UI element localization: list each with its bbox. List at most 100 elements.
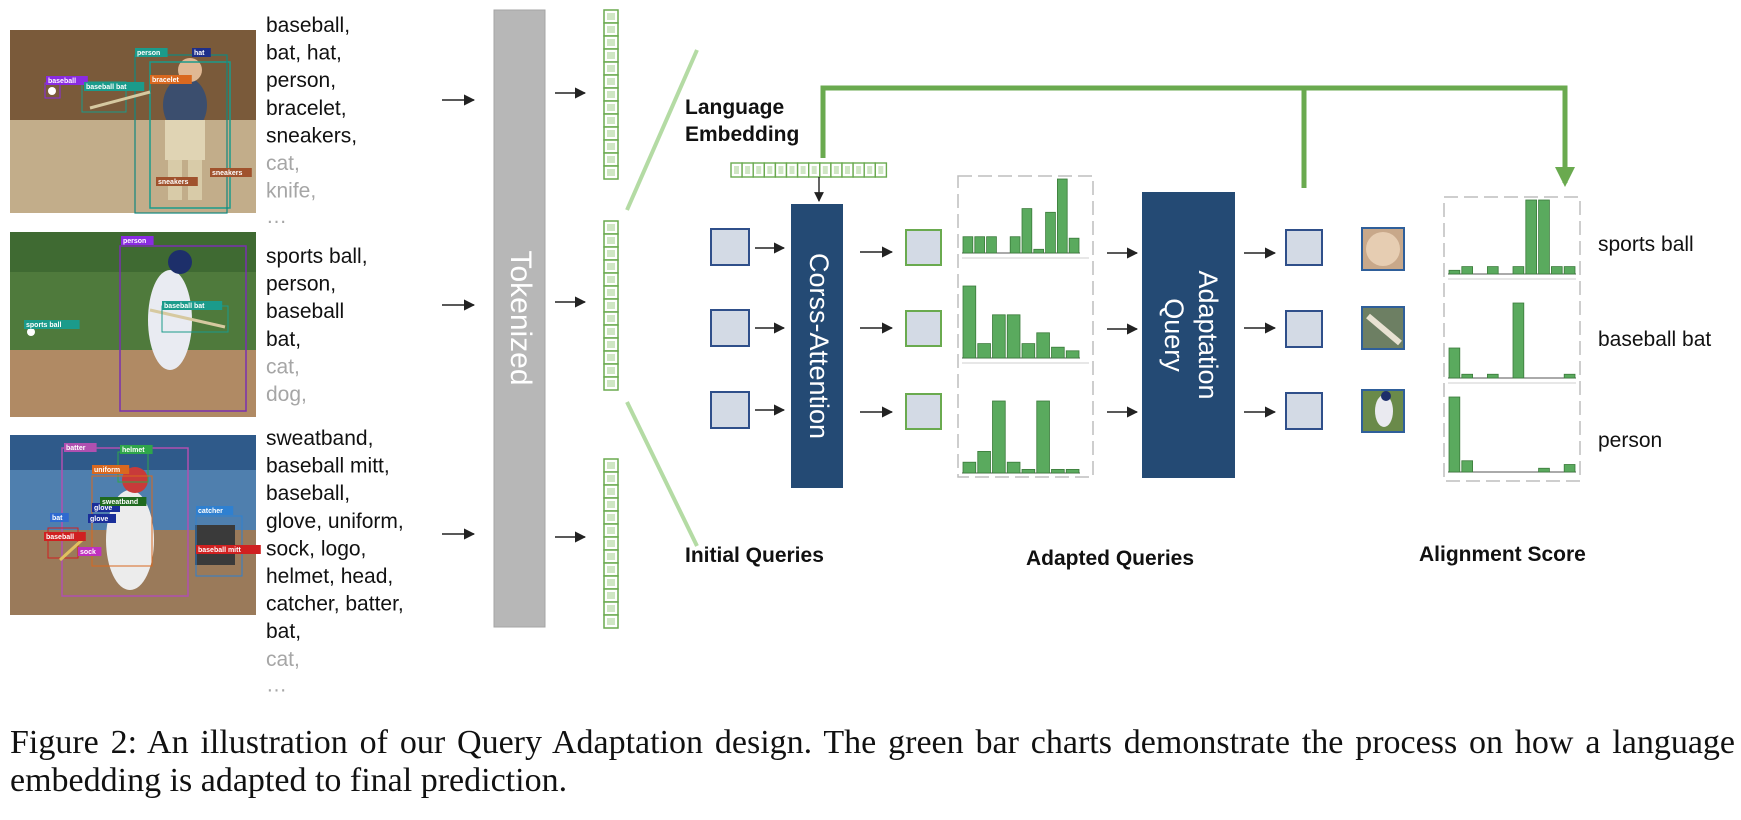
token-cell-inner xyxy=(607,130,615,137)
query-adaptation-label-line-1: Query xyxy=(1159,298,1189,372)
alignment-score-label: Alignment Score xyxy=(1419,543,1586,566)
token-cell-inner xyxy=(607,328,615,335)
token-cell-inner xyxy=(607,566,615,573)
label-text: bat, hat, xyxy=(266,42,342,65)
token-cell-inner xyxy=(607,527,615,534)
box-tag-bg xyxy=(156,177,198,186)
attended-query-2 xyxy=(905,310,942,347)
box-tag-bg xyxy=(192,48,211,57)
histogram-panel-1 xyxy=(1448,199,1576,280)
token-cell-inner xyxy=(607,302,615,309)
histogram-bar xyxy=(1065,468,1080,474)
token-cell-inner xyxy=(607,276,615,283)
negative-label-text: dog, xyxy=(266,383,307,406)
negative-label-text: knife, xyxy=(266,180,316,203)
box-tag-label: batter xyxy=(66,445,86,452)
embedding-token-inner xyxy=(811,166,817,174)
token-cell-inner xyxy=(607,579,615,586)
label-text: baseball, xyxy=(266,482,350,505)
histogram-bar xyxy=(1021,208,1033,254)
histogram-panel-2 xyxy=(1448,302,1576,384)
embedding-token-inner xyxy=(833,166,839,174)
box-tag-bg xyxy=(78,547,102,556)
token-cell-inner xyxy=(607,592,615,599)
token-cell-inner xyxy=(607,367,615,374)
box-tag-bg xyxy=(196,545,261,554)
token-cell-inner xyxy=(607,462,615,469)
histogram-bar xyxy=(1448,269,1461,275)
embedding-token-inner xyxy=(767,166,773,174)
token-cell-inner xyxy=(607,13,615,20)
language-embedding-label-line-1: Language xyxy=(685,96,784,119)
token-cell-inner xyxy=(607,501,615,508)
histogram-bar xyxy=(1065,350,1080,359)
box-tag-bg xyxy=(92,465,130,474)
box-tag-bg xyxy=(88,514,116,523)
histogram-bar xyxy=(1525,199,1538,275)
adapted-queries-histograms xyxy=(957,175,1094,478)
attended-query-3 xyxy=(905,393,942,430)
label-text: sports ball, xyxy=(266,245,368,268)
label-text: person, xyxy=(266,273,336,296)
box-tag-label: person xyxy=(137,50,160,57)
label-list-3: sweatband,baseball mitt,baseball,glove, … xyxy=(266,427,404,696)
token-cell-inner xyxy=(607,117,615,124)
adapted-query-1 xyxy=(1285,229,1323,266)
box-tag-bg xyxy=(24,320,80,329)
cross-attention-label: Corss-Attention xyxy=(804,253,834,439)
token-cell-inner xyxy=(607,514,615,521)
embedding-token-inner xyxy=(734,166,739,174)
box-tag-label: bracelet xyxy=(152,77,180,84)
histogram-bar xyxy=(1057,178,1068,254)
box-tag-bg xyxy=(120,445,153,454)
region-thumbnail-sports-ball xyxy=(1361,227,1405,271)
token-cell-inner xyxy=(607,475,615,482)
photo-1 xyxy=(10,30,256,214)
box-tag-label: sock xyxy=(80,549,96,556)
negative-label-text: cat, xyxy=(266,152,300,175)
label-text: glove, uniform, xyxy=(266,510,404,533)
box-tag-bg xyxy=(92,503,120,512)
histogram-bar xyxy=(1461,266,1474,275)
token-cell-inner xyxy=(607,39,615,46)
histogram-bar xyxy=(1487,266,1499,275)
label-text: baseball mitt, xyxy=(266,455,390,478)
language-embedding-label-line-2: Embedding xyxy=(685,123,799,146)
token-columns xyxy=(603,9,619,629)
token-cell-inner xyxy=(607,488,615,495)
initial-query-1 xyxy=(710,228,750,266)
embedding-token-inner xyxy=(756,166,762,174)
label-text: baseball, xyxy=(266,14,350,37)
box-tag-label: baseball bat xyxy=(86,84,127,91)
adapted-query-2 xyxy=(1285,310,1323,348)
token-cell-inner xyxy=(607,289,615,296)
histogram-panel-2 xyxy=(962,285,1089,364)
histogram-bar xyxy=(962,461,977,474)
output-class-baseball-bat: baseball bat xyxy=(1598,328,1711,351)
token-cell-inner xyxy=(607,540,615,547)
box-tag-label: sweatband xyxy=(102,499,138,506)
label-text: baseball xyxy=(266,300,344,323)
embedding-token-inner xyxy=(778,166,784,174)
histogram-bar xyxy=(1448,347,1461,379)
box-tag-bg xyxy=(210,168,252,177)
language-embedding-tokens xyxy=(730,162,888,178)
histogram-bar xyxy=(1045,211,1056,254)
box-tag-label: sports ball xyxy=(26,322,61,329)
box-tag-label: helmet xyxy=(122,447,145,454)
region-thumbnail-person xyxy=(1361,389,1405,433)
token-cell-inner xyxy=(607,156,615,163)
token-cell-inner xyxy=(607,263,615,270)
box-tag-label: baseball xyxy=(46,534,74,541)
cross-attention-block xyxy=(791,204,843,488)
token-cell-inner xyxy=(607,169,615,176)
token-cell-inner xyxy=(607,605,615,612)
ellipsis-text: … xyxy=(266,673,287,696)
token-column-2 xyxy=(603,220,619,391)
token-cell-inner xyxy=(607,341,615,348)
histogram-bar xyxy=(992,314,1006,359)
